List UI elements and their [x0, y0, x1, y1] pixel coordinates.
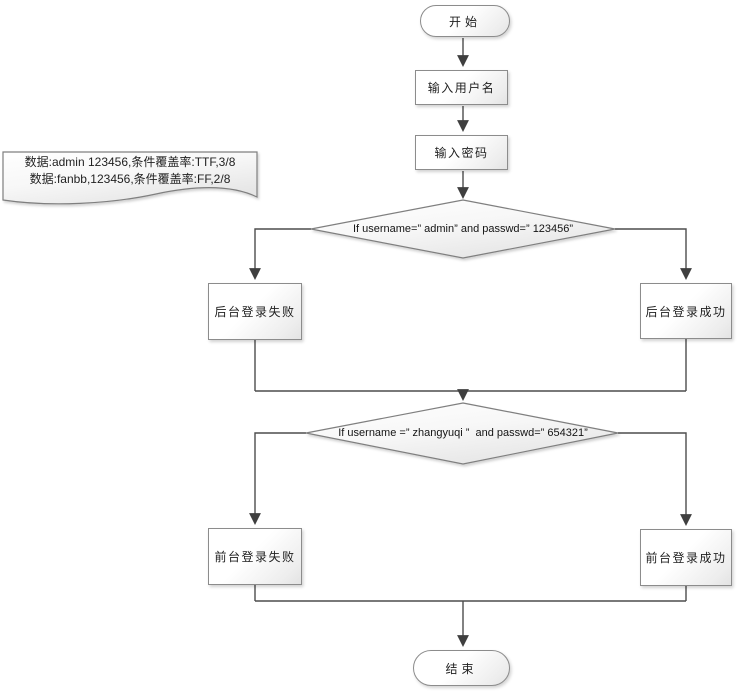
decision2-condition-text: If username =” zhangyuqi ” and passwd=” … [338, 427, 588, 439]
annotation-line-1: 数据:admin 123456,条件覆盖率:TTF,3/8 [24, 155, 236, 169]
annotation-text: 数据:admin 123456,条件覆盖率:TTF,3/8 数据:fanbb,1… [3, 154, 257, 188]
frontend-login-fail-label: 前台登录失败 [214, 550, 296, 564]
end-node: 结束 [413, 650, 510, 686]
input-username-label: 输入用户名 [427, 81, 496, 95]
decision1-condition-text: If username=” admin” and passwd=” 123456… [352, 223, 574, 235]
decision2-label: If username =” zhangyuqi ” and passwd=” … [306, 407, 620, 459]
frontend-login-success-node: 前台登录成功 [640, 529, 732, 586]
start-label: 开始 [448, 14, 481, 29]
input-password-label: 输入密码 [434, 146, 489, 160]
backend-login-fail-label: 后台登录失败 [214, 305, 296, 319]
input-password-node: 输入密码 [415, 135, 508, 170]
start-node: 开始 [420, 5, 510, 37]
input-username-node: 输入用户名 [415, 70, 508, 105]
decision2-diamond-shape [305, 402, 619, 465]
annotation-line-2: 数据:fanbb,123456,条件覆盖率:FF,2/8 [29, 172, 231, 186]
backend-login-fail-node: 后台登录失败 [208, 283, 302, 340]
backend-login-success-node: 后台登录成功 [640, 283, 732, 339]
end-label: 结束 [445, 661, 478, 676]
backend-login-success-label: 后台登录成功 [645, 304, 727, 319]
frontend-login-fail-node: 前台登录失败 [208, 528, 302, 585]
decision1-label: If username=” admin” and passwd=” 123456… [311, 203, 615, 255]
connector-decision2-to-frontend-fail [249, 432, 306, 525]
annotation-document-shape [2, 151, 258, 205]
connector-decision2-to-frontend-success [618, 432, 692, 526]
frontend-login-success-label: 前台登录成功 [645, 551, 727, 565]
decision1-diamond-shape [310, 199, 616, 259]
connector-decision1-to-backend-success [615, 228, 692, 280]
connector-decision1-to-backend-fail [249, 228, 311, 280]
